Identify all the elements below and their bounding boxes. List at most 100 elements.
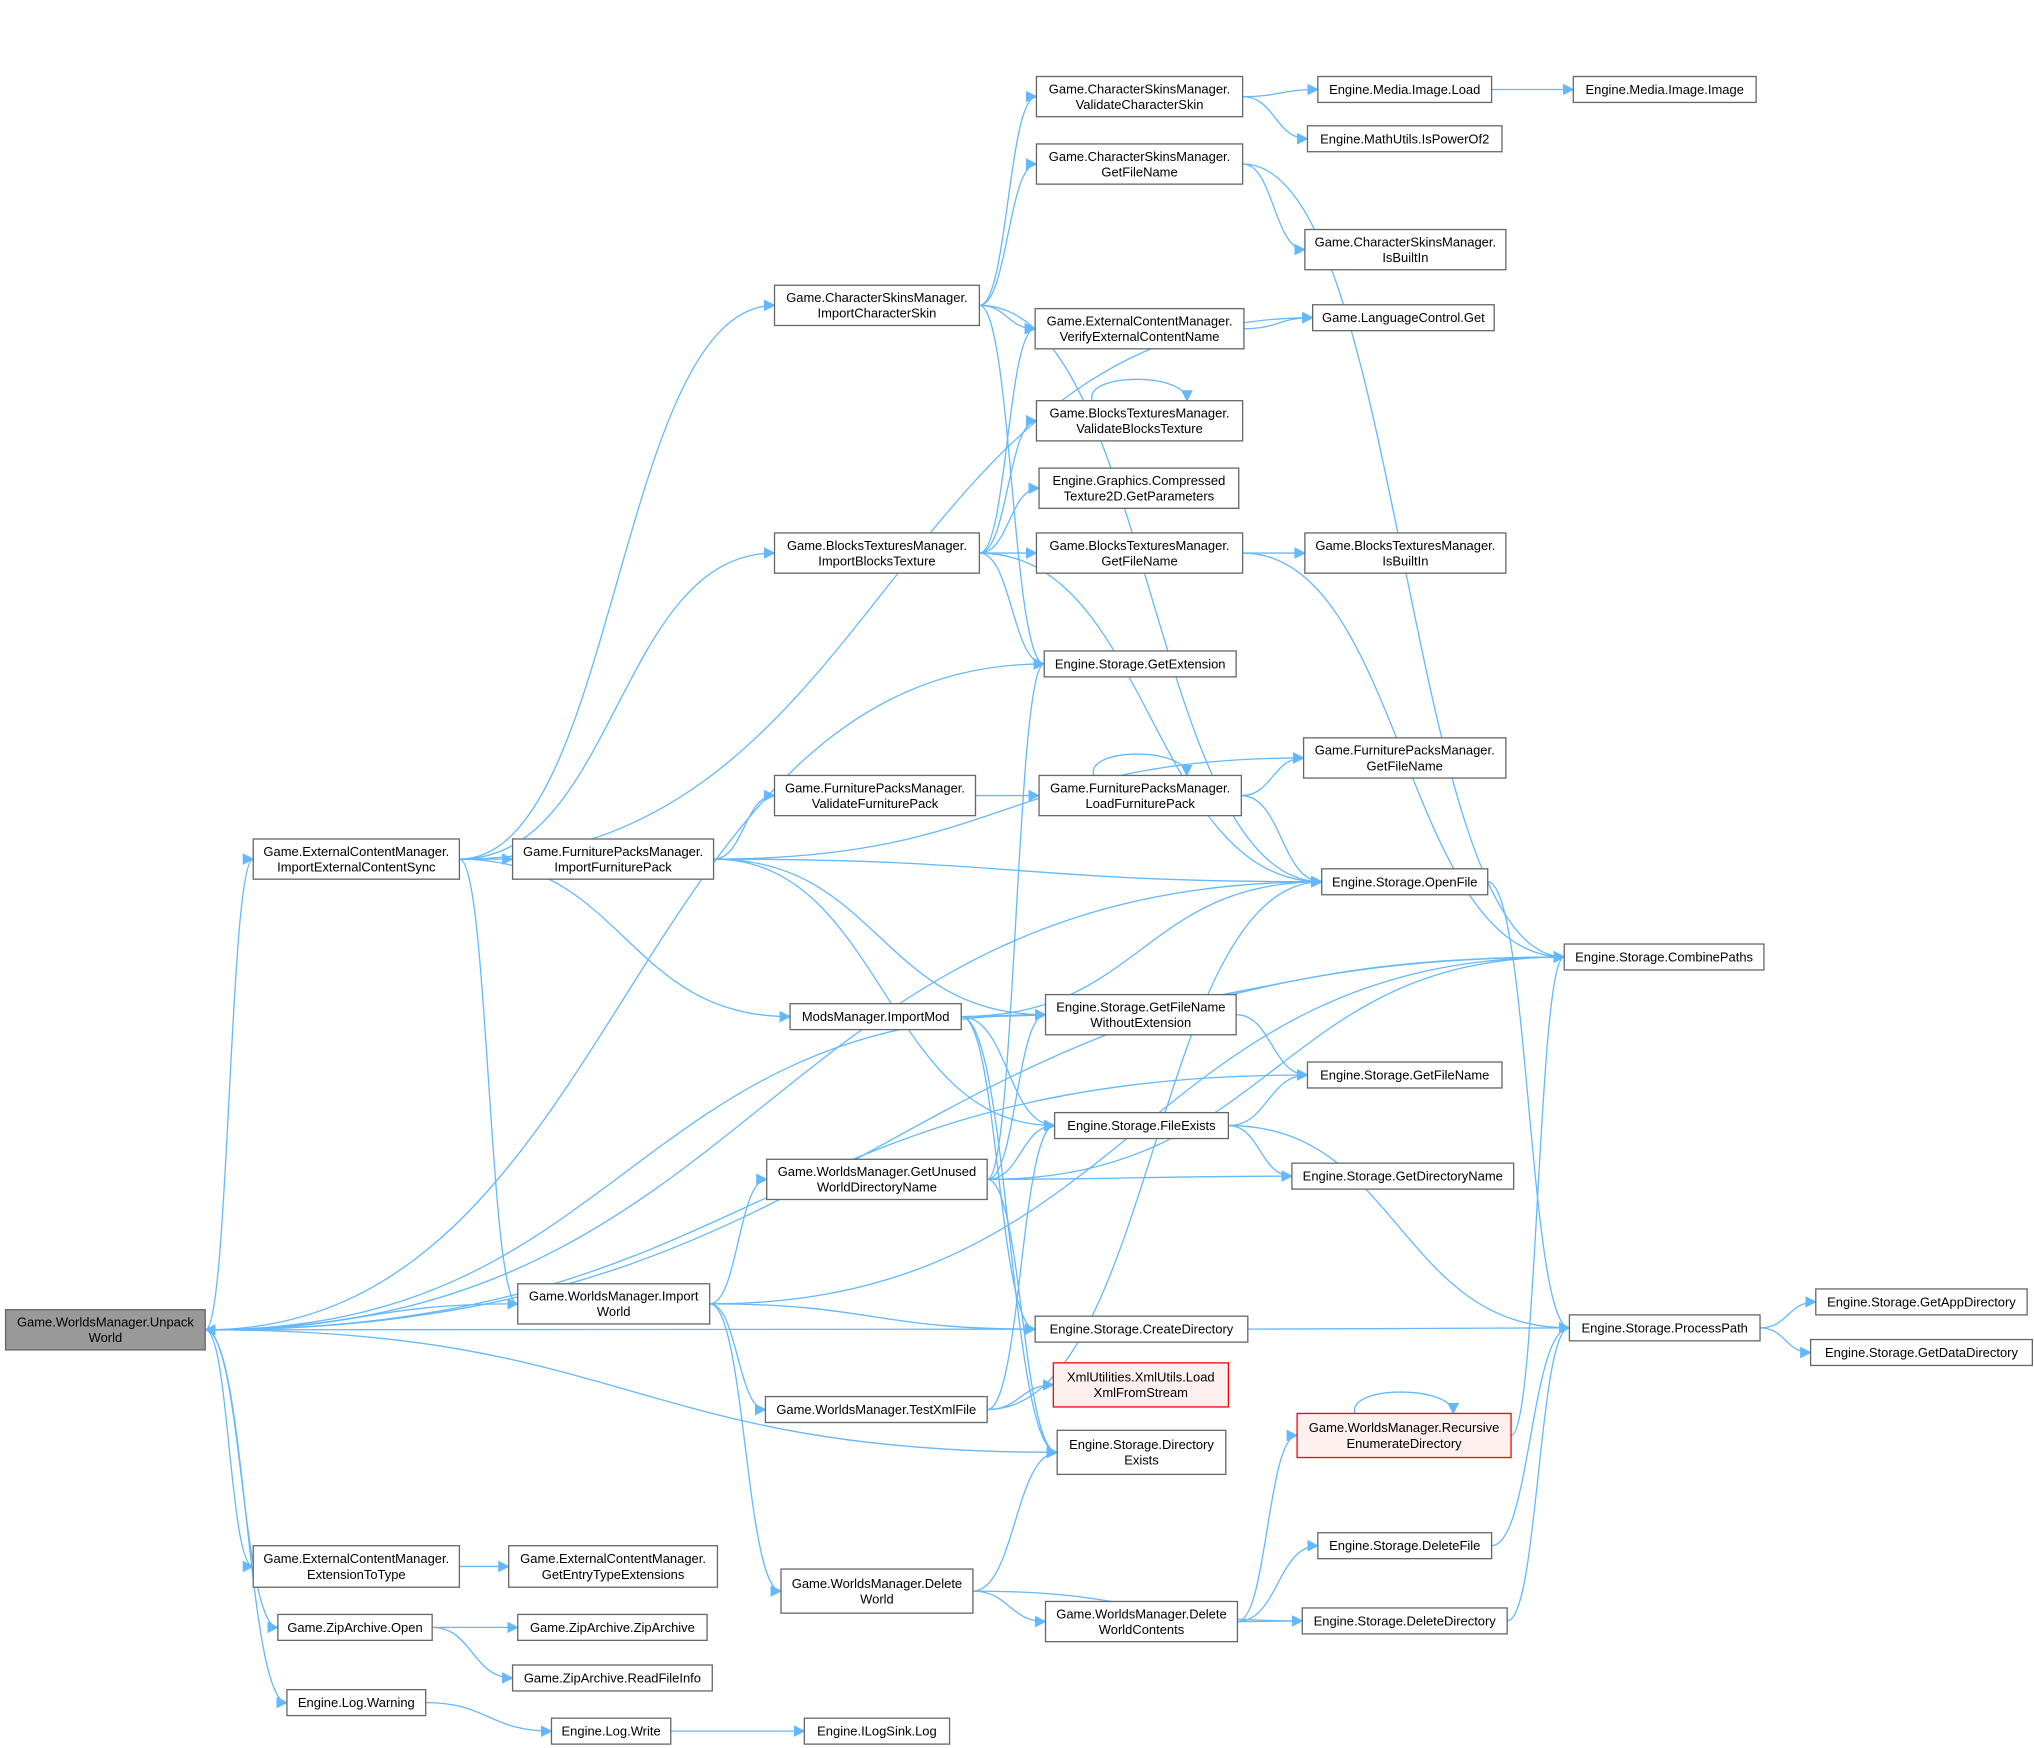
node-fpm-getfile[interactable]: Game.FurniturePacksManager.GetFileName — [1302, 737, 1507, 779]
edge-unpack-to-log-warning — [205, 1329, 289, 1709]
node-label: WithoutExtension — [1090, 1015, 1191, 1030]
node-btm-import[interactable]: Game.BlocksTexturesManager.ImportBlocksT… — [773, 532, 981, 574]
node-csm-getfile[interactable]: Game.CharacterSkinsManager.GetFileName — [1035, 143, 1244, 185]
node-label: Game.WorldsManager.Delete — [1056, 1606, 1226, 1621]
node-getdatadir[interactable]: Engine.Storage.GetDataDirectory — [1809, 1338, 2033, 1367]
node-fpm-import[interactable]: Game.FurniturePacksManager.ImportFurnitu… — [511, 838, 715, 880]
edge-wm-delcontents-to-deletedir — [1237, 1615, 1304, 1627]
node-csm-isbuiltin[interactable]: Game.CharacterSkinsManager.IsBuiltIn — [1304, 228, 1507, 271]
node-box — [511, 1664, 713, 1692]
node-label: Engine.Storage.CombinePaths — [1575, 950, 1753, 965]
node-box — [1052, 1362, 1230, 1408]
node-label: IsBuiltIn — [1382, 553, 1428, 568]
node-label: Engine.Log.Warning — [298, 1695, 415, 1710]
node-log-write[interactable]: Engine.Log.Write — [550, 1717, 672, 1745]
node-box — [1035, 532, 1244, 574]
node-box — [1302, 737, 1507, 779]
node-box — [1044, 1600, 1239, 1643]
node-getappdir[interactable]: Engine.Storage.GetAppDirectory — [1815, 1288, 2028, 1316]
node-box — [277, 1613, 433, 1642]
node-label: Engine.MathUtils.IsPowerOf2 — [1320, 131, 1489, 146]
node-getfilename[interactable]: Engine.Storage.GetFileName — [1306, 1061, 1503, 1089]
node-processpath[interactable]: Engine.Storage.ProcessPath — [1568, 1314, 1761, 1342]
node-recursive[interactable]: Game.WorldsManager.RecursiveEnumerateDir… — [1296, 1412, 1512, 1459]
node-box — [1312, 304, 1495, 332]
node-btm-getfile[interactable]: Game.BlocksTexturesManager.GetFileName — [1035, 532, 1244, 574]
node-getdirname[interactable]: Engine.Storage.GetDirectoryName — [1291, 1162, 1515, 1190]
node-getext[interactable]: Engine.Storage.GetExtension — [1043, 650, 1237, 678]
node-btm-validate[interactable]: Game.BlocksTexturesManager.ValidateBlock… — [1035, 400, 1244, 442]
node-label: Engine.Storage.OpenFile — [1332, 874, 1477, 889]
node-deletefile[interactable]: Engine.Storage.DeleteFile — [1317, 1532, 1493, 1560]
node-label: Engine.Storage.GetDataDirectory — [1825, 1345, 2018, 1360]
node-imgimage[interactable]: Engine.Media.Image.Image — [1572, 75, 1757, 104]
edge-wm-getunused-to-getdirname — [987, 1170, 1294, 1182]
node-ecm-verify[interactable]: Game.ExternalContentManager.VerifyExtern… — [1034, 307, 1245, 350]
node-ecm-ext[interactable]: Game.ExternalContentManager.ExtensionToT… — [252, 1545, 461, 1588]
node-createdir[interactable]: Engine.Storage.CreateDirectory — [1034, 1315, 1249, 1343]
node-wm-getunused[interactable]: Game.WorldsManager.GetUnusedWorldDirecto… — [766, 1158, 988, 1201]
node-log-warning[interactable]: Engine.Log.Warning — [286, 1688, 427, 1717]
node-label: ModsManager.ImportMod — [802, 1009, 950, 1024]
node-openfile[interactable]: Engine.Storage.OpenFile — [1321, 868, 1489, 896]
node-label: Game.LanguageControl.Get — [1322, 310, 1485, 325]
edge-wm-getunused-to-getext — [986, 658, 1046, 1181]
edge-fileexists-to-processpath — [1228, 1124, 1571, 1334]
node-fpm-load[interactable]: Game.FurniturePacksManager.LoadFurniture… — [1038, 774, 1242, 817]
node-fileexists[interactable]: Engine.Storage.FileExists — [1053, 1111, 1230, 1140]
node-gfx[interactable]: Engine.Graphics.CompressedTexture2D.GetP… — [1038, 467, 1240, 509]
node-btm-isbuiltin[interactable]: Game.BlocksTexturesManager.IsBuiltIn — [1304, 532, 1507, 574]
node-mods[interactable]: ModsManager.ImportMod — [789, 1003, 962, 1031]
node-label: Game.FurniturePacksManager. — [523, 844, 703, 859]
node-box — [1306, 125, 1503, 153]
node-ecm-getentry[interactable]: Game.ExternalContentManager.GetEntryType… — [508, 1545, 719, 1588]
node-label: Game.ZipArchive.Open — [287, 1620, 422, 1635]
node-label: Game.CharacterSkinsManager. — [786, 290, 967, 305]
node-box — [1809, 1338, 2033, 1367]
node-label: EnumerateDirectory — [1346, 1436, 1462, 1451]
node-csm-import[interactable]: Game.CharacterSkinsManager.ImportCharact… — [773, 284, 981, 327]
node-label: IsBuiltIn — [1382, 250, 1428, 265]
node-label: Engine.Log.Write — [562, 1724, 661, 1739]
node-box — [1038, 467, 1240, 509]
edge-fileexists-to-getfilename — [1228, 1069, 1309, 1127]
node-box — [773, 284, 981, 327]
node-zip-read[interactable]: Game.ZipArchive.ReadFileInfo — [511, 1664, 713, 1692]
node-csm-validate[interactable]: Game.CharacterSkinsManager.ValidateChara… — [1035, 75, 1244, 118]
edge-getfnwe-to-getfilename — [1236, 1014, 1309, 1081]
node-label: Engine.Storage.FileExists — [1067, 1118, 1216, 1133]
node-label: ValidateFurniturePack — [812, 796, 939, 811]
node-label: Game.ZipArchive.ReadFileInfo — [524, 1671, 701, 1686]
node-ispow[interactable]: Engine.MathUtils.IsPowerOf2 — [1306, 125, 1503, 153]
node-langget[interactable]: Game.LanguageControl.Get — [1312, 304, 1495, 332]
edge-wm-import-to-unpack — [204, 1303, 518, 1336]
node-ecm-import[interactable]: Game.ExternalContentManager.ImportExtern… — [252, 838, 461, 880]
edge-deletedir-to-processpath — [1506, 1322, 1571, 1622]
edge-mods-to-direxists — [961, 1015, 1059, 1459]
node-box — [1301, 1607, 1508, 1635]
node-box — [1043, 650, 1237, 678]
node-zip-open[interactable]: Game.ZipArchive.Open — [277, 1613, 433, 1642]
node-deletedir[interactable]: Engine.Storage.DeleteDirectory — [1301, 1607, 1508, 1635]
node-ilog[interactable]: Engine.ILogSink.Log — [803, 1717, 951, 1745]
edge-wm-import-to-wm-testxml — [709, 1303, 767, 1416]
node-combine[interactable]: Engine.Storage.CombinePaths — [1563, 943, 1765, 971]
edge-fpm-import-to-openfile — [713, 858, 1323, 888]
node-getfnwe[interactable]: Engine.Storage.GetFileNameWithoutExtensi… — [1044, 993, 1237, 1036]
node-label: ImportCharacterSkin — [818, 306, 937, 321]
node-imgload[interactable]: Engine.Media.Image.Load — [1317, 75, 1493, 104]
edge-wm-testxml-to-xml — [987, 1379, 1055, 1411]
node-label: WorldDirectoryName — [817, 1180, 937, 1195]
node-label: Engine.Storage.GetFileName — [1056, 999, 1225, 1014]
node-box — [773, 532, 981, 574]
node-zip-zip[interactable]: Game.ZipArchive.ZipArchive — [517, 1613, 708, 1642]
node-label: Game.BlocksTexturesManager. — [1050, 406, 1230, 421]
node-fpm-validate[interactable]: Game.FurniturePacksManager.ValidateFurni… — [773, 774, 977, 817]
node-wm-testxml[interactable]: Game.WorldsManager.TestXmlFile — [764, 1395, 988, 1424]
